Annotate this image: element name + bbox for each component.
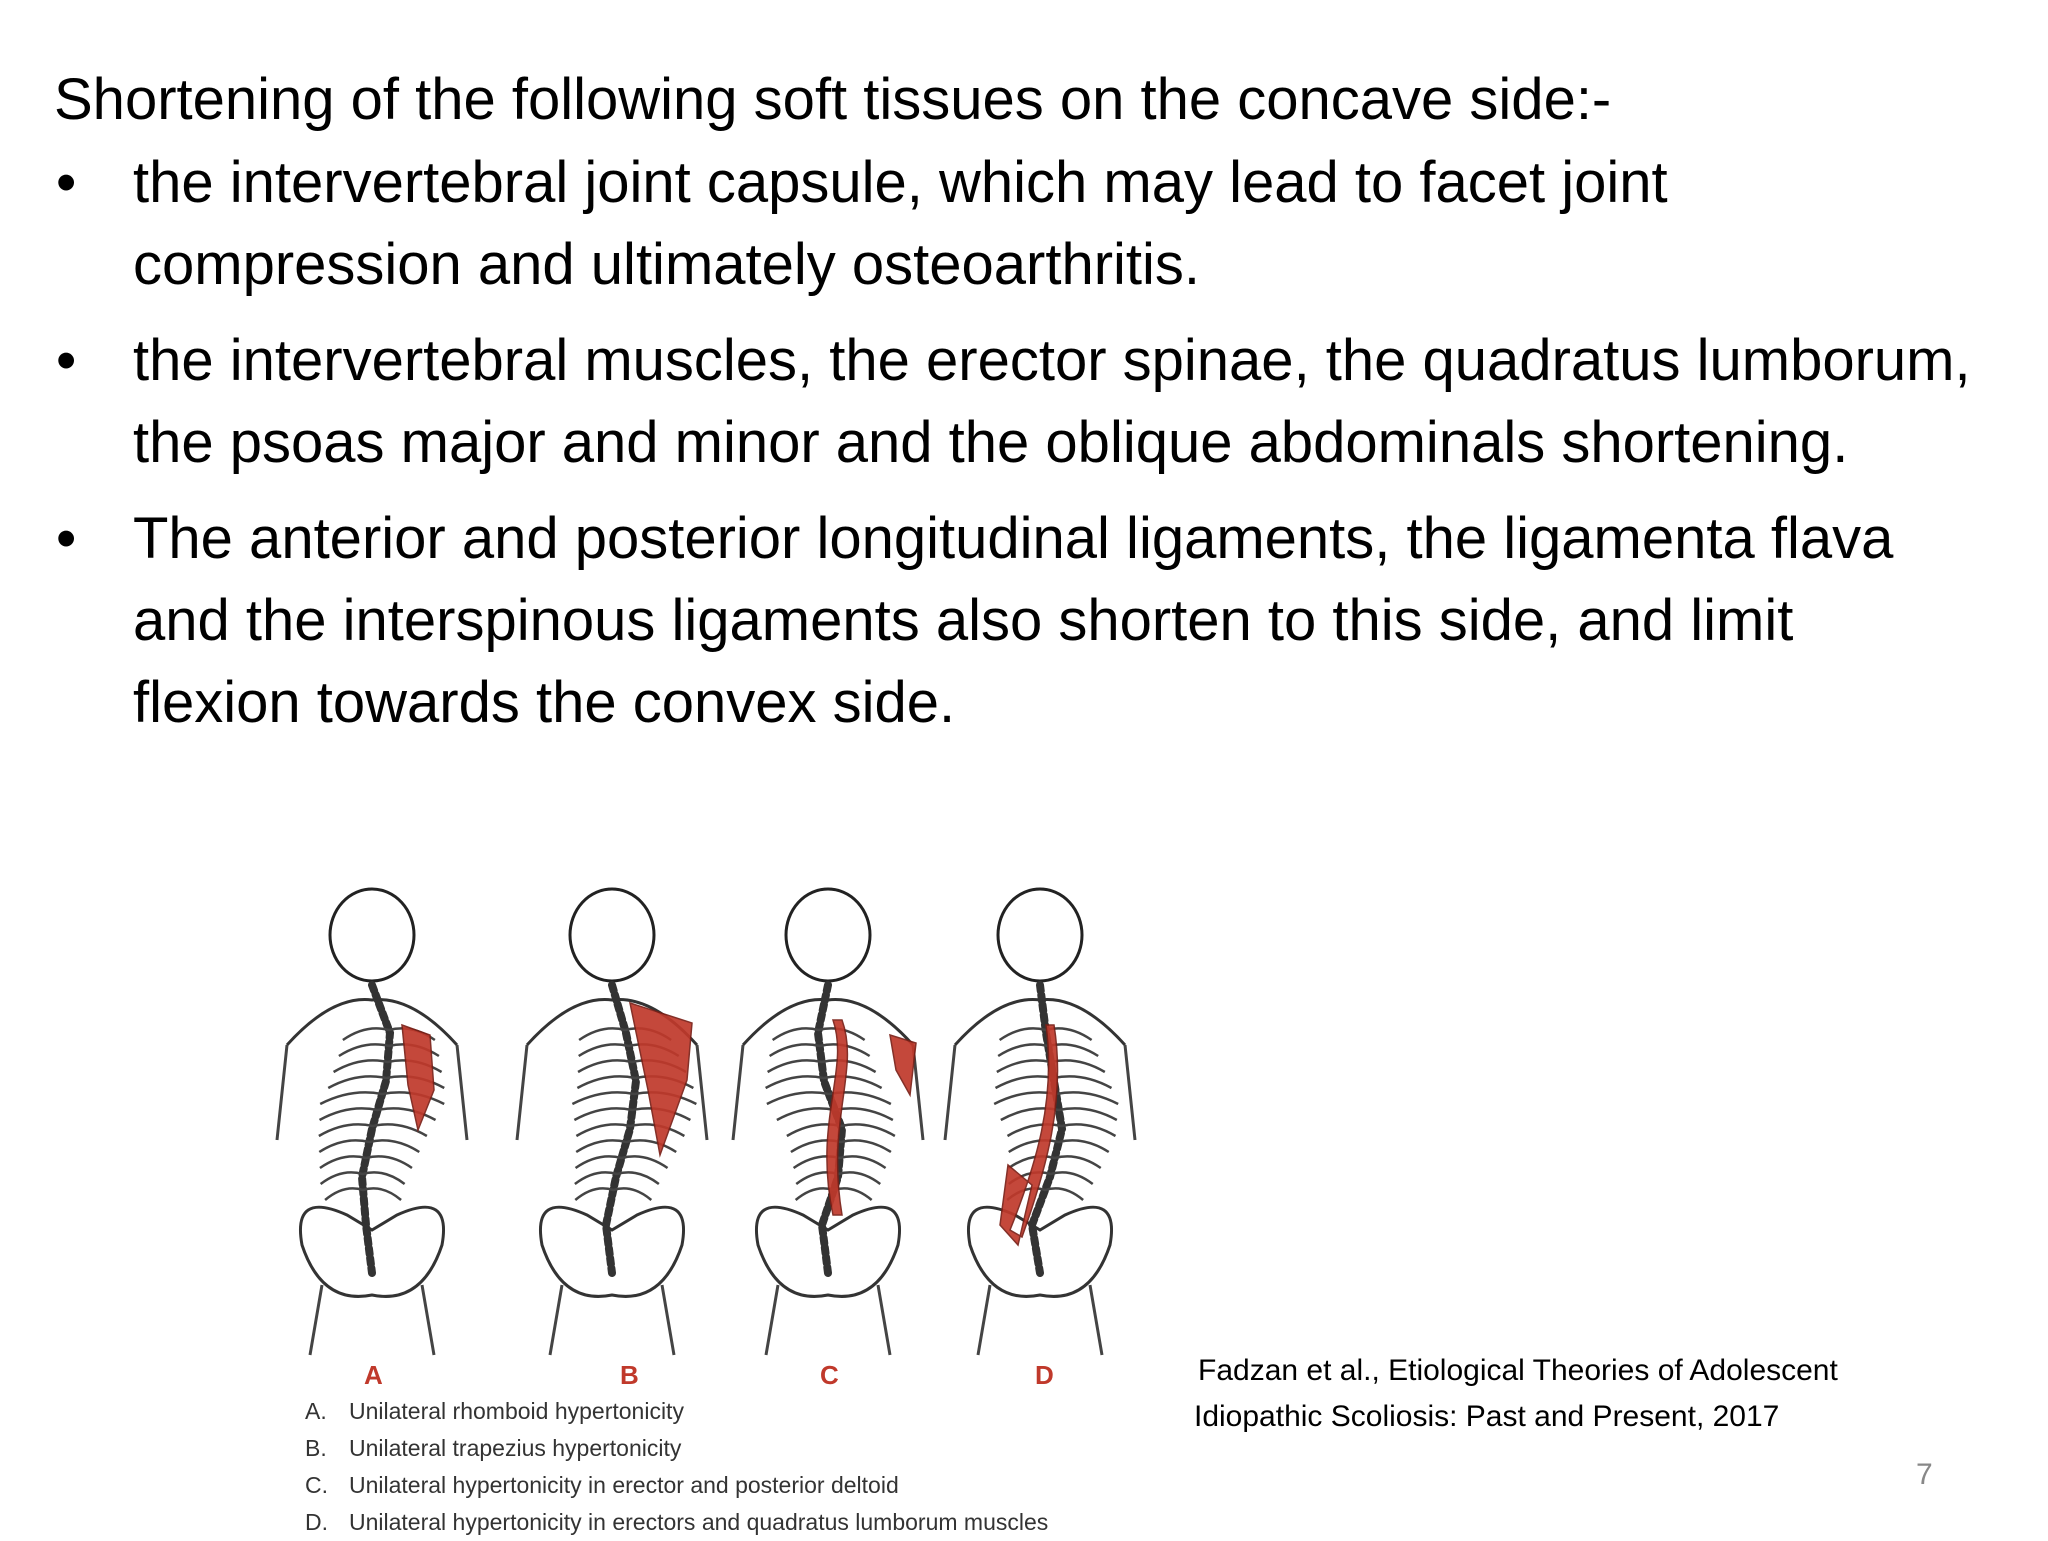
citation: Fadzan et al., Etiological Theories of A… xyxy=(1194,1348,1838,1440)
pelvis xyxy=(539,1205,685,1298)
page-number: 7 xyxy=(1916,1458,1933,1491)
citation-line-2: Idiopathic Scoliosis: Past and Present, … xyxy=(1194,1400,1780,1433)
skull-outline xyxy=(328,887,416,983)
femur-bones xyxy=(308,1284,436,1356)
legend-text: Unilateral trapezius hypertonicity xyxy=(349,1435,682,1461)
arm-bones xyxy=(275,1044,469,1141)
rib xyxy=(1008,1155,1102,1170)
shoulder-girdle xyxy=(741,998,915,1047)
highlighted-muscle xyxy=(999,1024,1059,1247)
skeleton-illustrations xyxy=(275,887,1137,1356)
panel-label-b: B xyxy=(620,1360,639,1390)
rib xyxy=(790,1139,892,1154)
rib xyxy=(324,1187,402,1201)
panel-label-d: D xyxy=(1035,1360,1054,1390)
legend-text: Unilateral hypertonicity in erectors and… xyxy=(349,1509,1049,1535)
rib xyxy=(574,1171,660,1185)
panel-label-a: A xyxy=(364,1360,383,1390)
legend-row: B. Unilateral trapezius hypertonicity xyxy=(305,1430,1048,1467)
rib xyxy=(318,1139,420,1154)
bullet-text: The anterior and posterior longitudinal … xyxy=(133,506,1894,735)
legend-row: A. Unilateral rhomboid hypertonicity xyxy=(305,1393,1048,1430)
rib xyxy=(765,1075,883,1090)
rib xyxy=(792,1155,887,1170)
rib xyxy=(318,1123,428,1138)
rib xyxy=(771,1027,866,1042)
slide-body: Shortening of the following soft tissues… xyxy=(54,62,1974,758)
shoulder-girdle xyxy=(285,998,459,1047)
legend-key: A. xyxy=(305,1398,327,1424)
highlighted-muscle xyxy=(401,1023,435,1133)
bullet-dot: • xyxy=(56,328,77,393)
highlighted-muscle xyxy=(826,1019,917,1216)
rib xyxy=(1006,1123,1117,1138)
rib xyxy=(1000,1107,1118,1122)
femur-bones xyxy=(976,1284,1104,1356)
citation-line-1: Fadzan et al., Etiological Theories of A… xyxy=(1198,1354,1838,1387)
skull-outline xyxy=(784,887,872,983)
legend-key: B. xyxy=(305,1435,327,1461)
legend-row: C. Unilateral hypertonicity in erector a… xyxy=(305,1467,1048,1504)
skeleton-panel xyxy=(731,887,925,1356)
rib xyxy=(766,1091,892,1106)
rib xyxy=(574,1155,669,1170)
legend-row: D. Unilateral hypertonicity in erectors … xyxy=(305,1504,1048,1541)
pelvis xyxy=(299,1205,445,1298)
bullet-item: • the intervertebral muscles, the erecto… xyxy=(54,320,1974,484)
rib xyxy=(998,1027,1093,1042)
skull-outline xyxy=(996,887,1084,983)
arm-bones xyxy=(515,1044,709,1141)
rib xyxy=(766,1059,877,1074)
bullet-dot: • xyxy=(56,506,77,571)
bullet-list: • the intervertebral joint capsule, whic… xyxy=(54,142,1974,744)
legend-key: D. xyxy=(305,1509,328,1535)
bullet-item: • The anterior and posterior longitudina… xyxy=(54,498,1974,744)
skull-outline xyxy=(568,887,656,983)
rib xyxy=(1008,1139,1110,1154)
legend-key: C. xyxy=(305,1472,328,1498)
rib xyxy=(768,1043,871,1058)
rib xyxy=(786,1123,896,1138)
panel-label-c: C xyxy=(820,1360,839,1390)
bullet-dot: • xyxy=(56,150,77,215)
pelvis xyxy=(755,1205,901,1298)
femur-bones xyxy=(764,1284,892,1356)
scoliosis-muscle-figure: A B C D A. Unilateral rhomboid hypertoni… xyxy=(250,885,1150,1536)
legend-text: Unilateral hypertonicity in erector and … xyxy=(349,1472,899,1498)
rib xyxy=(319,1171,406,1185)
slide-intro: Shortening of the following soft tissues… xyxy=(54,67,1612,132)
rib xyxy=(574,1187,653,1201)
highlighted-muscle xyxy=(629,1001,693,1158)
bullet-text: the intervertebral joint capsule, which … xyxy=(133,150,1668,297)
skeleton-panel xyxy=(275,887,469,1356)
femur-bones xyxy=(548,1284,676,1356)
skeleton-panel xyxy=(515,887,709,1356)
figure-legend: A. Unilateral rhomboid hypertonicity B. … xyxy=(305,1393,1048,1541)
arm-bones xyxy=(943,1044,1137,1141)
bullet-text: the intervertebral muscles, the erector … xyxy=(133,328,1971,475)
rib xyxy=(319,1155,413,1170)
legend-text: Unilateral rhomboid hypertonicity xyxy=(349,1398,684,1424)
bullet-item: • the intervertebral joint capsule, whic… xyxy=(54,142,1974,306)
pelvis xyxy=(967,1205,1113,1298)
skeleton-panel xyxy=(943,887,1137,1356)
